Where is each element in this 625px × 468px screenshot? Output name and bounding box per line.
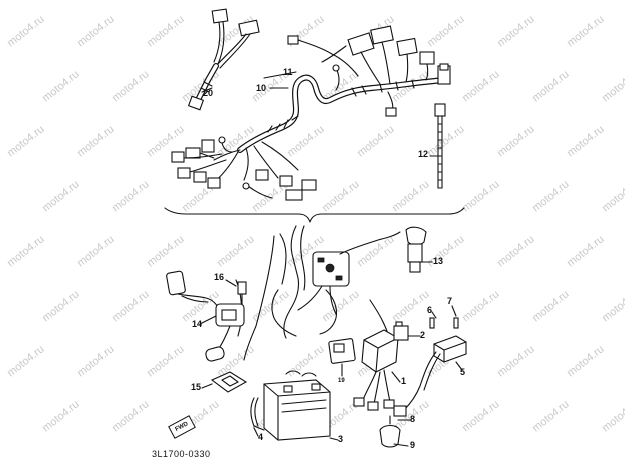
callout-10: 10 [256, 83, 267, 93]
rectifier-drawing [393, 321, 409, 341]
callout-1: 1 [401, 376, 407, 386]
callout-16: 16 [214, 272, 225, 282]
fuse-holder-drawing [405, 226, 433, 273]
callout-20: 20 [203, 88, 214, 98]
relay-assembly-drawing [166, 270, 248, 393]
ignition-coil-drawing [379, 317, 467, 448]
callout-15: 15 [191, 382, 202, 392]
leader-lines [199, 71, 463, 447]
callout-12: 12 [418, 149, 429, 159]
small-relay-drawing [328, 338, 356, 364]
part-code: 3L1700-0330 [152, 449, 211, 459]
main-harness-drawing [171, 25, 451, 201]
callout-5: 5 [460, 367, 466, 377]
battery-drawing [250, 370, 331, 441]
callout-9: 9 [410, 440, 416, 450]
cdi-unit-drawing [353, 299, 399, 411]
callout-13: 13 [433, 256, 444, 266]
sub-harness-drawing [187, 8, 260, 111]
callout-8: 8 [410, 414, 416, 424]
callout-7: 7 [447, 296, 453, 306]
callout-14: 14 [192, 319, 203, 329]
callout-11: 11 [283, 67, 293, 77]
callout-2: 2 [420, 330, 426, 340]
callout-3: 3 [338, 434, 344, 444]
callout-6: 6 [427, 305, 433, 315]
group-brace [164, 207, 465, 223]
cable-tie-drawing [434, 103, 446, 189]
callout-19: 19 [338, 378, 345, 384]
frame-outline-drawing [271, 225, 401, 339]
callout-4: 4 [258, 432, 264, 442]
